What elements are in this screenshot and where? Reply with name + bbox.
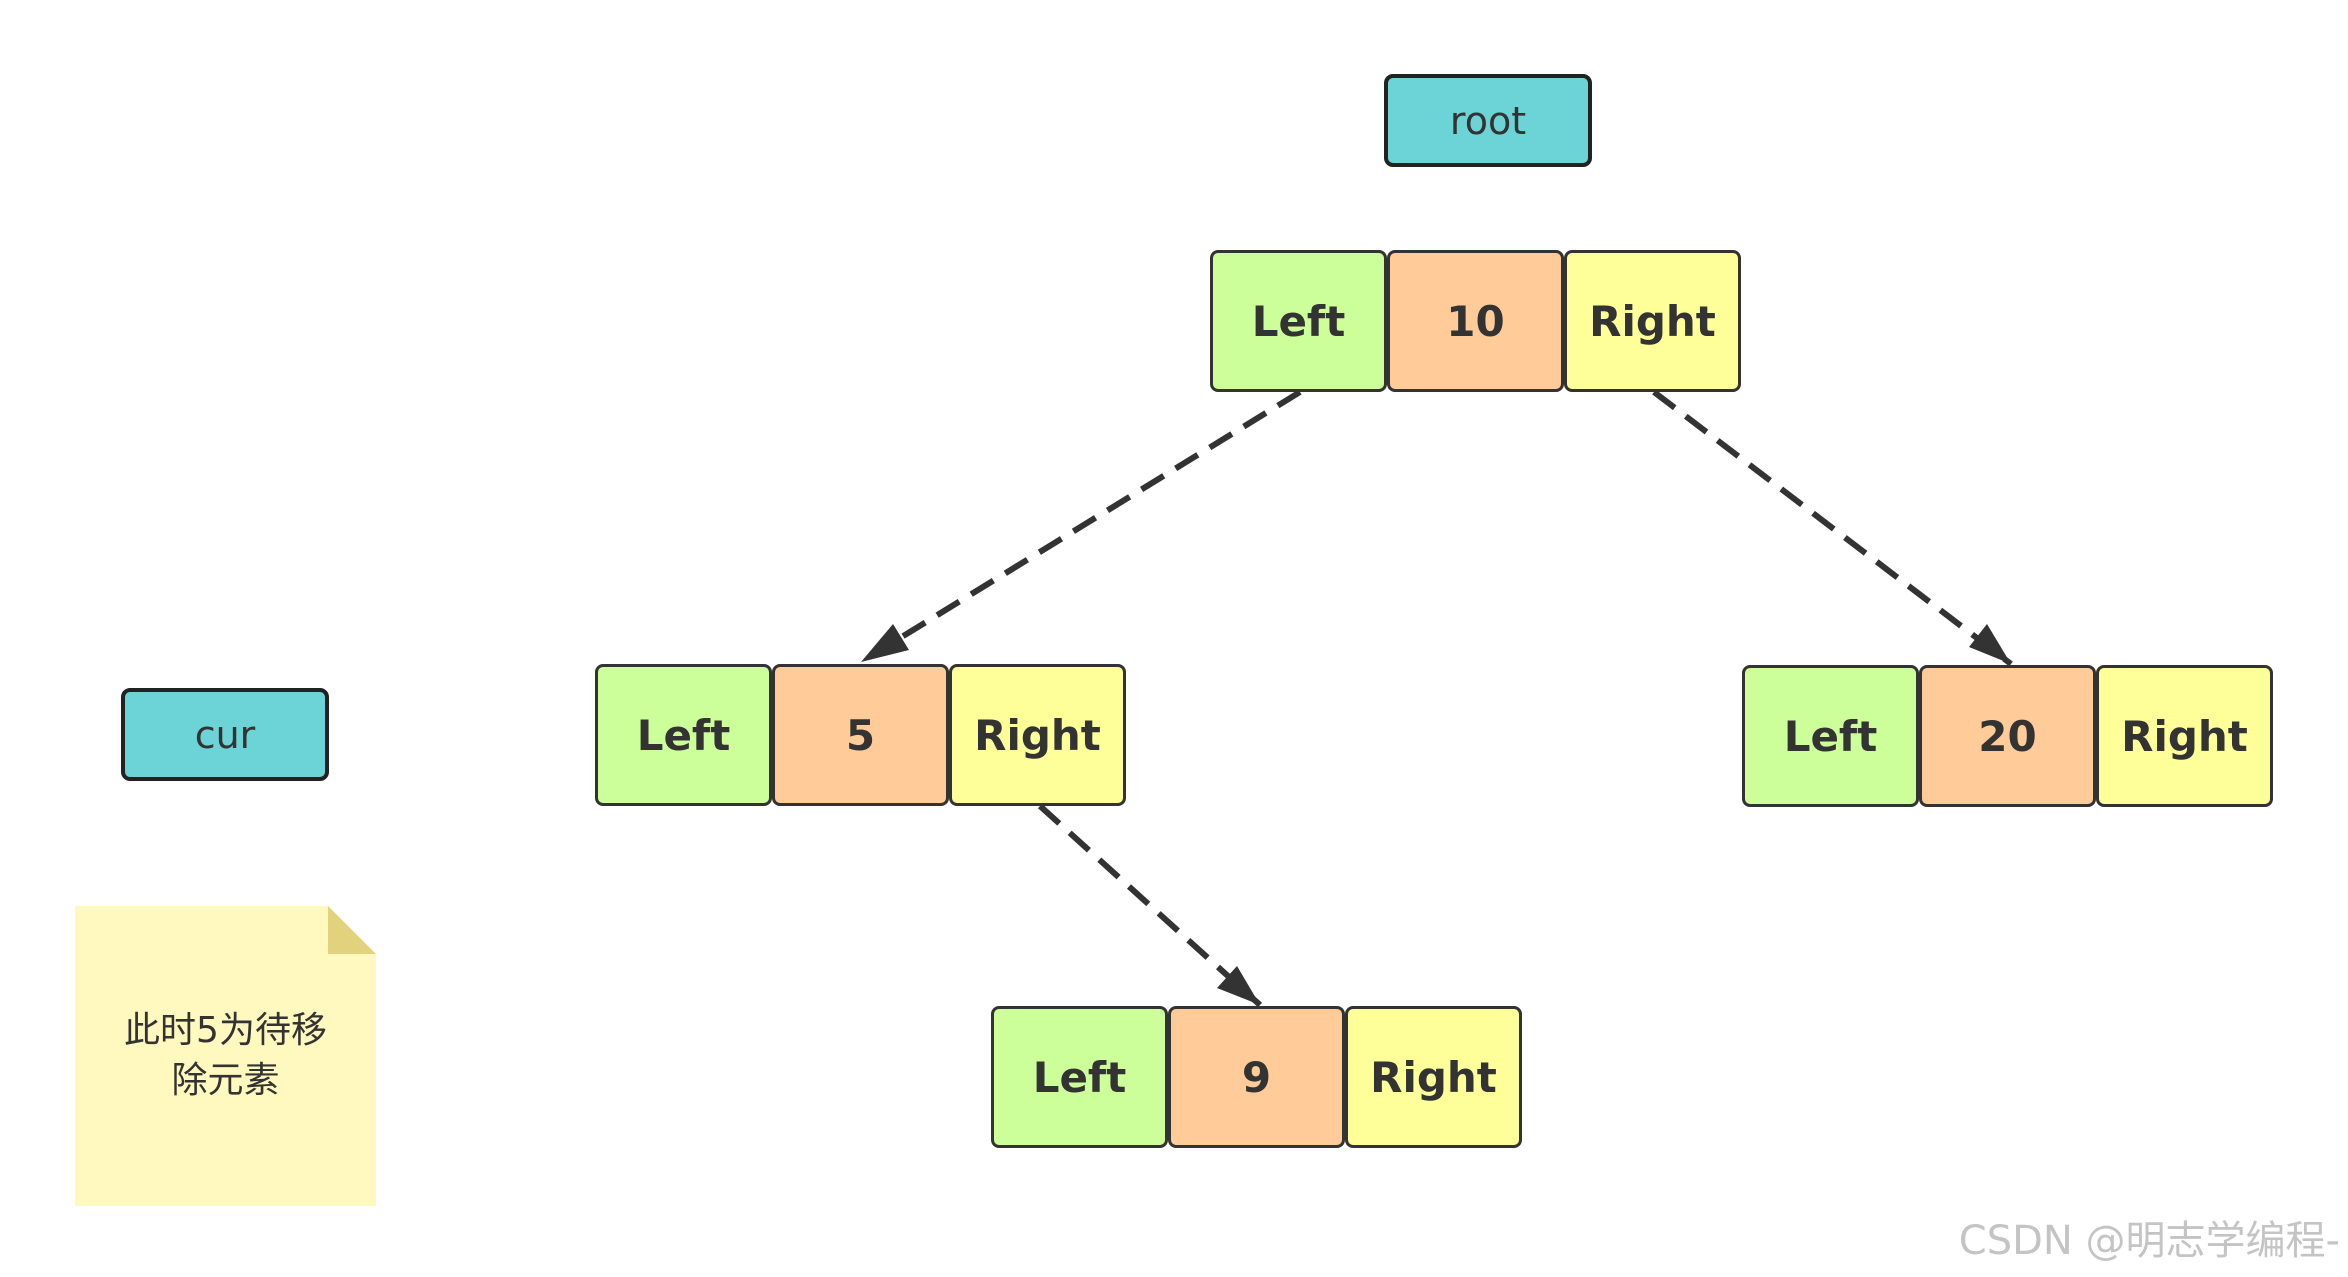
node-right-field: Right — [949, 664, 1126, 806]
node-right-field: Right — [2096, 665, 2273, 807]
cur-pointer: cur — [121, 688, 329, 781]
node-left-field: Left — [1742, 665, 1919, 807]
sticky-note-shape — [75, 906, 376, 1206]
tree-node-9: Left 9 Right — [991, 1006, 1522, 1148]
node-left-field: Left — [991, 1006, 1168, 1148]
edge-5-right-to-9 — [1037, 803, 1263, 1008]
watermark: CSDN @明志学编程- — [1958, 1218, 2340, 1264]
node-right-field: Right — [1564, 250, 1741, 392]
node-left-field: Left — [595, 664, 772, 806]
tree-node-10: Left 10 Right — [1210, 250, 1741, 392]
node-right-field: Right — [1345, 1006, 1522, 1148]
root-pointer: root — [1384, 74, 1592, 167]
arrowhead-9 — [1217, 966, 1260, 1005]
arrowhead-5 — [861, 624, 909, 662]
sticky-note: 此时5为待移 除元素 — [75, 906, 376, 1206]
root-pointer-label: root — [1449, 98, 1527, 143]
cur-pointer-label: cur — [194, 712, 256, 757]
node-value-field: 20 — [1919, 665, 2096, 807]
node-value-field: 5 — [772, 664, 949, 806]
edge-10-right-to-20 — [1652, 389, 2013, 667]
sticky-note-text: 此时5为待移 除元素 — [124, 1010, 327, 1101]
tree-node-5: Left 5 Right — [595, 664, 1126, 806]
edge-10-left-to-5 — [859, 389, 1302, 665]
node-left-field: Left — [1210, 250, 1387, 392]
tree-node-20: Left 20 Right — [1742, 665, 2273, 807]
note-fold-icon — [328, 906, 376, 954]
node-value-field: 10 — [1387, 250, 1564, 392]
arrowhead-20 — [1969, 624, 2011, 664]
node-value-field: 9 — [1168, 1006, 1345, 1148]
